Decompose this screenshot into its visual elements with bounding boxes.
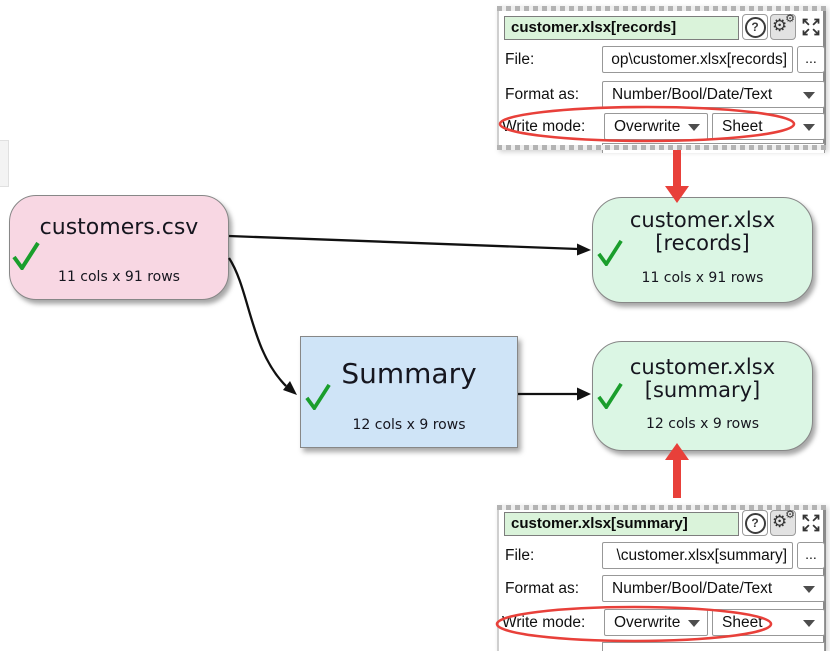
panel-title-field[interactable]: customer.xlsx[summary] [504,512,739,536]
node-customer-xlsx-records[interactable]: customer.xlsx [records] 11 cols x 91 row… [592,197,813,303]
chevron-down-icon [803,620,815,627]
sheet-mode-dropdown[interactable]: Sheet [712,113,825,140]
node-summary-transform[interactable]: Summary 12 cols x 9 rows [300,336,518,448]
node-title-line1: customer.xlsx [629,355,776,379]
annotation-arrow-down-icon [665,150,689,203]
sheet-mode-value: Sheet [722,614,763,631]
sheet-mode-dropdown[interactable]: Sheet [712,609,825,636]
node-title-line1: customer.xlsx [629,208,776,232]
partial-cropped-field [602,642,825,651]
node-title: Summary [341,357,477,390]
settings-button[interactable]: ⚙ ⚙ [770,508,796,536]
file-path-input[interactable]: \customer.xlsx[summary] [602,542,793,569]
file-path-input[interactable]: op\customer.xlsx[records] [602,46,793,73]
node-title: customers.csv [39,215,199,240]
success-check-icon [12,241,40,270]
connector-summary-to-summary-output[interactable] [518,387,591,401]
help-button[interactable]: ? [742,14,768,40]
torn-edge [497,6,826,11]
write-mode-dropdown[interactable]: Overwrite [604,113,708,140]
write-mode-value: Overwrite [614,614,681,631]
format-as-dropdown[interactable]: Number/Bool/Date/Text [602,575,825,602]
sheet-mode-value: Sheet [722,118,763,135]
format-as-value: Number/Bool/Date/Text [612,86,773,103]
connector-source-to-records[interactable] [228,234,591,256]
node-stats: 12 cols x 9 rows [645,416,759,432]
chevron-down-icon [803,124,815,131]
connector-source-to-summary[interactable] [228,257,297,395]
format-as-label: Format as: [505,86,580,103]
write-mode-dropdown[interactable]: Overwrite [604,609,708,636]
gear-icon: ⚙ ⚙ [772,508,795,532]
browse-button[interactable]: ... [797,46,825,73]
node-title-line2: [summary] [644,378,761,402]
format-as-dropdown[interactable]: Number/Bool/Date/Text [602,81,825,108]
node-stats: 11 cols x 91 rows [641,270,764,286]
properties-panel-summary: customer.xlsx[summary] ? ⚙ ⚙ File: \cust… [497,505,826,651]
success-check-icon [597,239,623,266]
expand-button[interactable] [798,14,824,40]
format-as-value: Number/Bool/Date/Text [612,580,773,597]
expand-button[interactable] [798,510,824,536]
node-customers-csv[interactable]: customers.csv 11 cols x 91 rows [9,195,229,300]
torn-edge [497,145,826,150]
chevron-down-icon [803,92,815,99]
write-mode-value: Overwrite [614,118,681,135]
node-customer-xlsx-summary[interactable]: customer.xlsx [summary] 12 cols x 9 rows [592,341,813,451]
help-icon: ? [744,16,766,38]
panel-title-field[interactable]: customer.xlsx[records] [504,16,739,40]
file-label: File: [505,547,535,564]
partial-offscreen-element [0,140,9,187]
gear-icon: ⚙ ⚙ [772,12,795,36]
chevron-down-icon [688,124,700,131]
format-as-label: Format as: [505,580,580,597]
node-stats: 12 cols x 9 rows [352,417,466,433]
success-check-icon [305,383,331,410]
success-check-icon [597,382,623,409]
help-button[interactable]: ? [742,510,768,536]
chevron-down-icon [688,620,700,627]
browse-button[interactable]: ... [797,542,825,569]
expand-arrows-icon [802,18,820,36]
settings-button[interactable]: ⚙ ⚙ [770,12,796,40]
chevron-down-icon [803,586,815,593]
help-icon: ? [744,512,766,534]
annotation-arrow-up-icon [665,443,689,498]
torn-edge [497,505,826,510]
write-mode-label: Write mode: [502,118,586,135]
expand-arrows-icon [802,514,820,532]
node-stats: 11 cols x 91 rows [58,269,180,285]
write-mode-label: Write mode: [502,614,586,631]
file-label: File: [505,51,535,68]
properties-panel-records: customer.xlsx[records] ? ⚙ ⚙ File: op\cu… [497,6,826,153]
node-title-line2: [records] [655,231,750,255]
